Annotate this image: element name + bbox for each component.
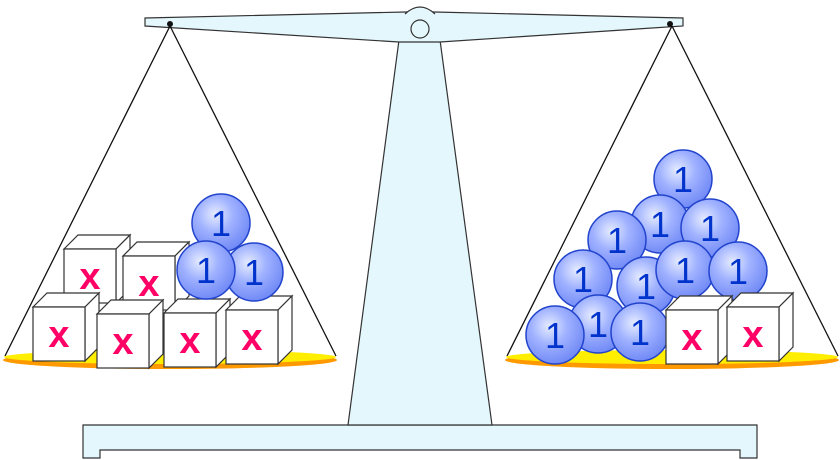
unknown-x-block: x [725,291,795,363]
x-label: x [179,320,200,362]
x-label: x [48,314,69,356]
pivot-icon [410,19,430,39]
unit-one-ball: 1 [653,149,713,209]
unit-one-ball: 1 [224,242,284,302]
unknown-x-block: x [31,291,101,363]
unknown-x-block: x [664,294,734,366]
x-label: x [241,317,262,359]
x-label: x [112,321,133,363]
unit-one-ball: 1 [191,193,251,253]
x-label: x [742,314,763,356]
scale-base [82,424,758,459]
scale-pillar [347,39,493,426]
one-label: 1 [573,259,593,300]
one-label: 1 [700,208,720,249]
one-label: 1 [636,266,656,307]
unit-one-ball: 1 [610,302,670,362]
pan-string [169,25,337,357]
one-label: 1 [607,220,627,261]
unit-one-ball: 1 [553,249,613,309]
x-label: x [681,317,702,359]
one-label: 1 [673,159,693,200]
pan-string [506,25,673,357]
unknown-x-block: x [224,294,294,366]
x-label: x [79,256,100,298]
one-label: 1 [675,250,695,291]
right-hook [667,21,673,27]
pan-string [671,25,839,357]
unit-one-ball: 1 [525,305,585,365]
one-label: 1 [728,251,748,292]
x-label: x [138,263,159,305]
unit-one-ball: 1 [655,240,715,300]
one-label: 1 [244,252,264,293]
one-label: 1 [545,315,565,356]
pan-string [4,25,171,357]
pivot-cap [404,6,436,15]
one-label: 1 [211,203,231,244]
one-label: 1 [196,250,216,291]
unit-one-ball: 1 [587,210,647,270]
unit-one-ball: 1 [176,240,236,300]
left-hook [167,21,173,27]
one-label: 1 [630,312,650,353]
unit-one-ball: 1 [708,241,768,301]
one-label: 1 [650,204,670,245]
one-label: 1 [588,304,608,345]
unknown-x-block: x [162,297,232,369]
unknown-x-block: x [95,298,165,370]
